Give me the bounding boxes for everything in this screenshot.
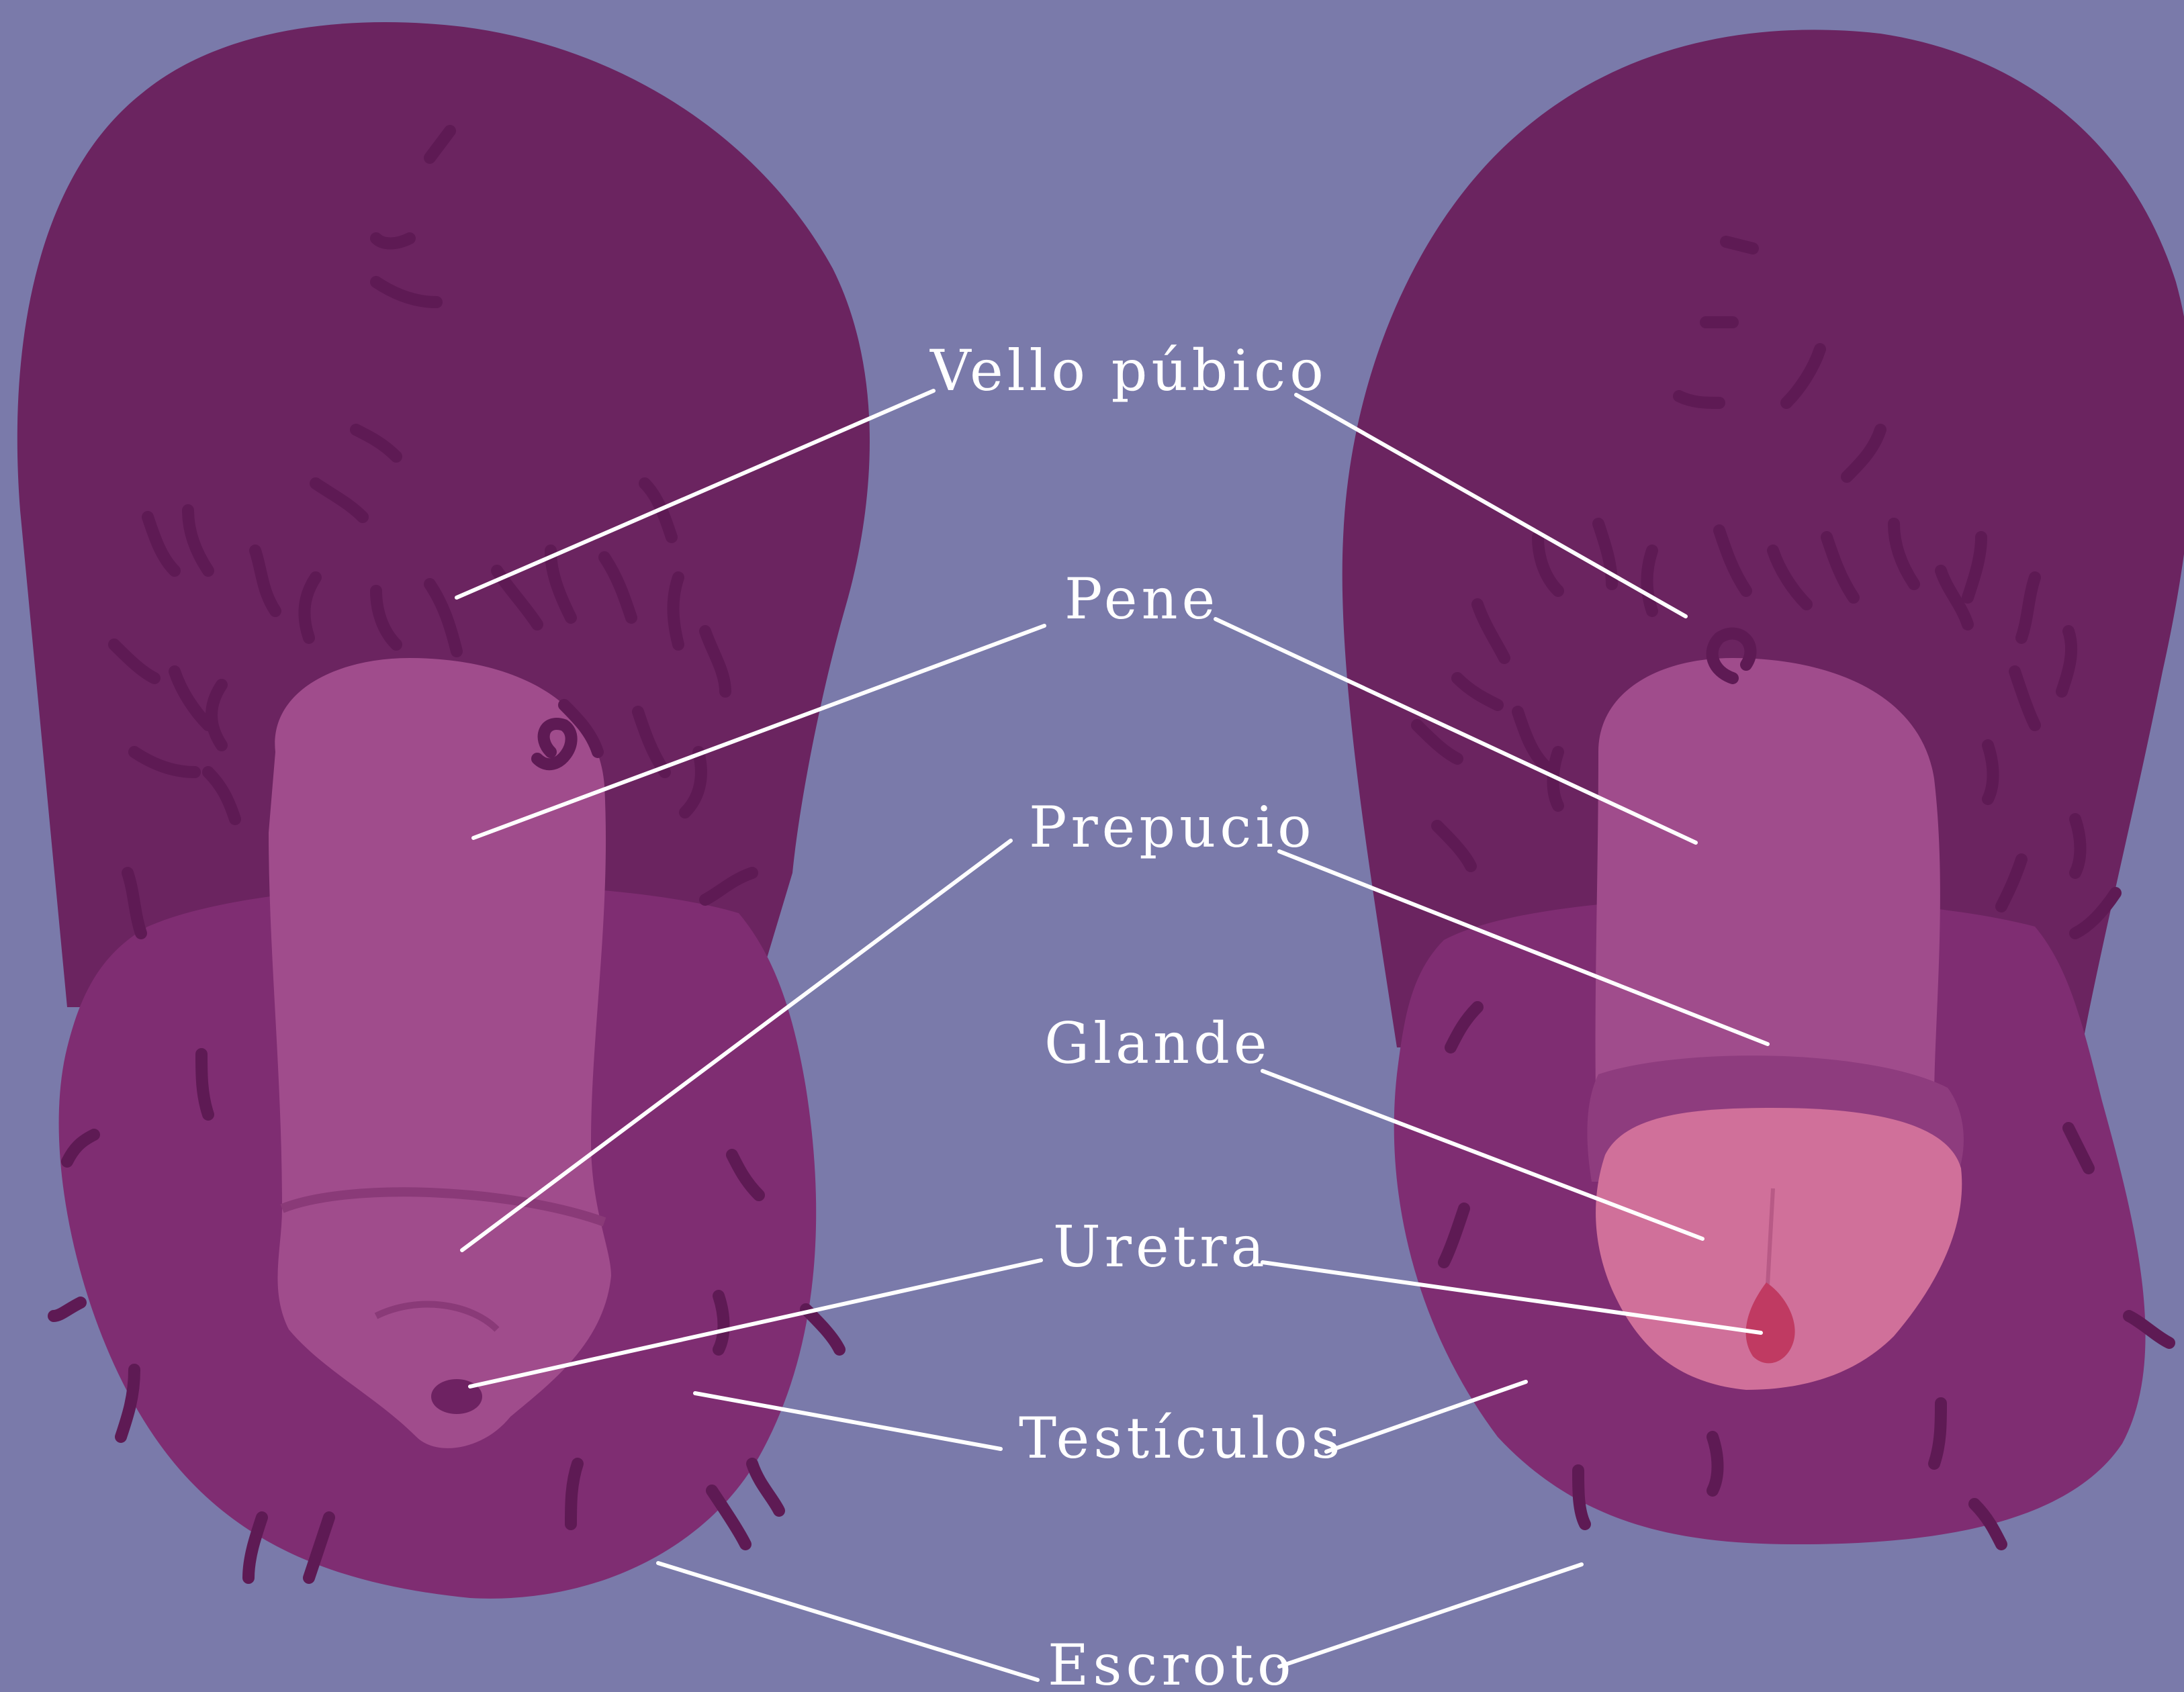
label-escroto: Escroto	[1048, 1637, 1295, 1692]
label-prepucio: Prepucio	[1029, 799, 1316, 855]
leader-escroto-left	[658, 1563, 1038, 1680]
label-glande: Glande	[1044, 1015, 1271, 1072]
leader-escroto-right	[1279, 1564, 1582, 1666]
left-penis-shaft	[269, 658, 611, 1448]
label-uretra: Uretra	[1053, 1219, 1269, 1275]
label-testiculos: Testículos	[1019, 1410, 1345, 1466]
left-figure	[17, 22, 870, 1599]
label-vello-pubico: Vello púbico	[930, 342, 1328, 399]
label-pene: Pene	[1064, 571, 1219, 627]
right-figure	[1343, 30, 2184, 1544]
